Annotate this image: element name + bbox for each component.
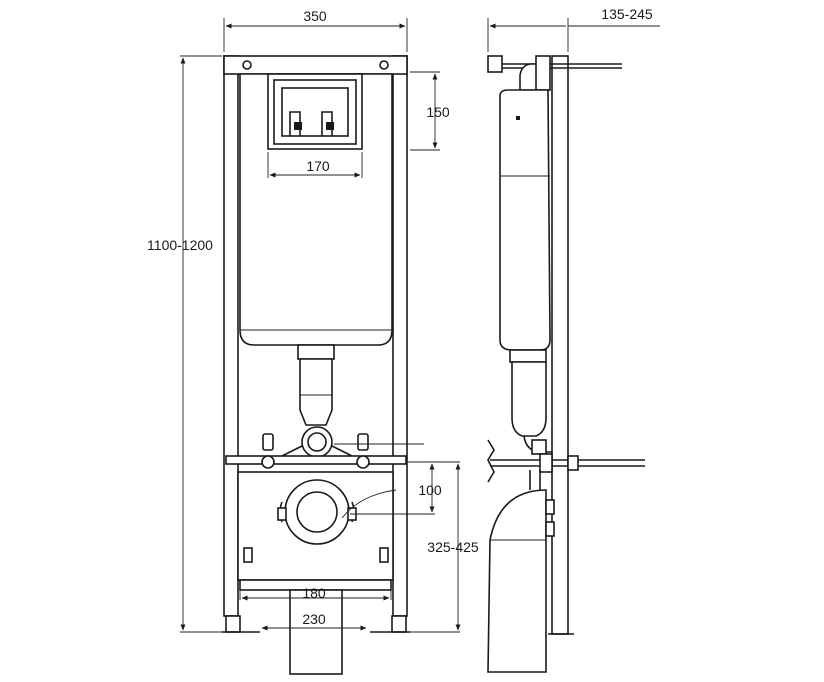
dim-foot-inner: 180 (302, 585, 326, 601)
dim-wall-depth-range: 135-245 (601, 6, 653, 22)
front-view (222, 55, 410, 675)
dim-frame-width: 350 (303, 8, 327, 24)
right-foot (391, 615, 407, 633)
side-view (487, 55, 645, 673)
side-flush-pipe (511, 361, 547, 437)
waste-pipe (289, 589, 343, 675)
right-stud-bracket-top (357, 433, 369, 451)
side-dimensions: 135-245 (487, 6, 660, 52)
left-stud-bracket-top (262, 433, 274, 451)
dim-outlet-offset: 100 (418, 482, 442, 498)
flush-pipe (299, 358, 333, 426)
flush-pipe-collar (297, 344, 335, 360)
top-left-bolt (242, 60, 252, 70)
front-dimensions: 350 1100-1200 150 170 100 325-425 (147, 8, 479, 633)
left-stud-bolt (261, 455, 275, 469)
bracket-bar (225, 455, 407, 465)
dim-outlet-height-range: 325-425 (427, 539, 479, 555)
actuator-button (487, 55, 503, 73)
dim-panel-width: 170 (306, 158, 330, 174)
right-upright (392, 55, 408, 617)
dim-foot-outer: 230 (302, 611, 326, 627)
side-cistern (499, 89, 551, 351)
dim-height-range: 1100-1200 (147, 237, 213, 253)
top-right-bolt (379, 60, 389, 70)
side-toilet-bowl (487, 489, 547, 673)
left-foot (225, 615, 241, 633)
dim-panel-height: 150 (426, 104, 450, 120)
side-upright (551, 55, 569, 635)
left-upright (223, 55, 239, 617)
right-stud-bolt (356, 455, 370, 469)
